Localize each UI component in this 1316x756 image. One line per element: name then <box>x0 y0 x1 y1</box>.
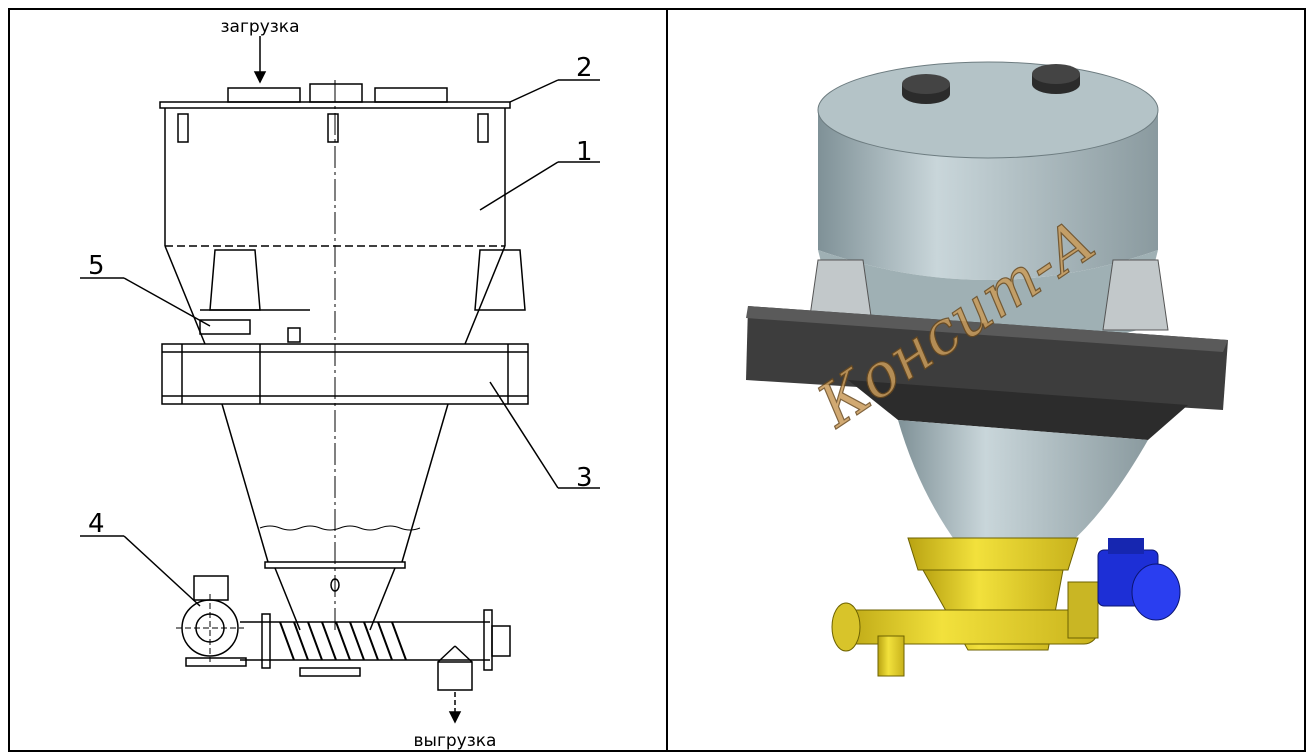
hopper-render: Консит-А <box>746 61 1228 677</box>
panel-divider <box>666 8 668 752</box>
unload-label: выгрузка <box>414 731 497 751</box>
callout-3: 3 <box>576 463 593 493</box>
callout-2: 2 <box>576 53 593 83</box>
load-label: загрузка <box>221 17 300 37</box>
callout-1: 1 <box>576 137 593 167</box>
render-panel: Консит-А <box>668 10 1304 752</box>
figure-frame <box>8 8 1306 752</box>
technical-drawing-panel: загрузка выгрузка 1 2 3 4 5 <box>10 10 666 752</box>
callout-5: 5 <box>88 251 105 281</box>
technical-drawing: загрузка выгрузка 1 2 3 4 5 <box>80 17 600 751</box>
callout-4: 4 <box>88 509 105 539</box>
